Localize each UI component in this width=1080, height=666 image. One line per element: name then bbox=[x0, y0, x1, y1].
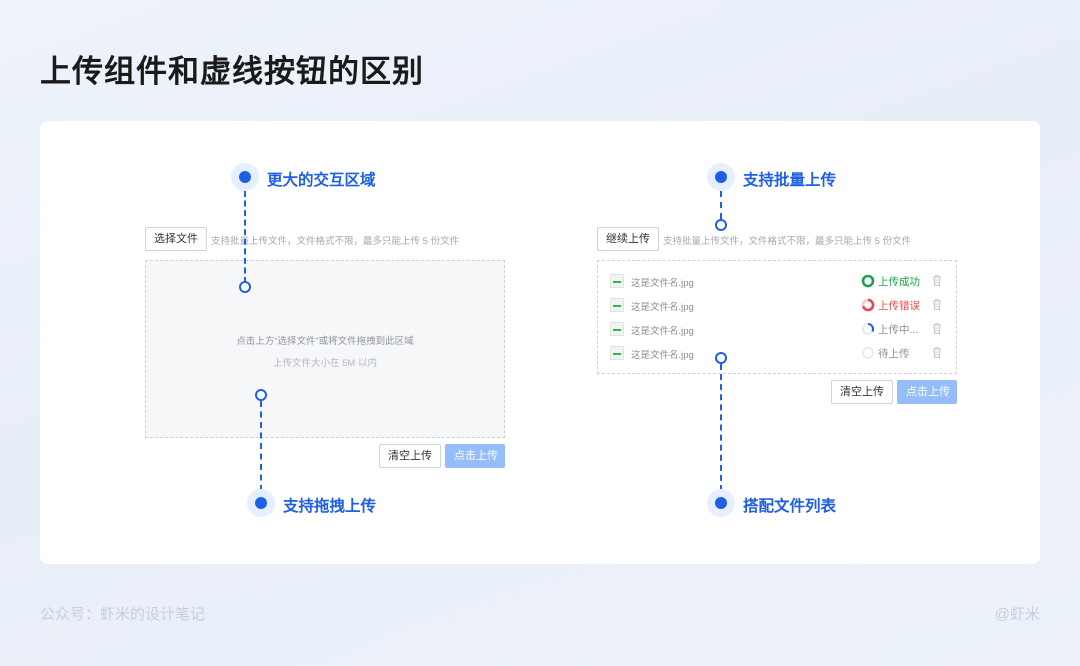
status-label: 待上传 bbox=[878, 348, 910, 360]
select-file-button[interactable]: 选择文件 bbox=[145, 227, 207, 251]
clear-upload-button[interactable]: 清空上传 bbox=[831, 380, 893, 404]
continue-upload-button[interactable]: 继续上传 bbox=[597, 227, 659, 251]
footer-handle: @虾米 bbox=[994, 606, 1040, 623]
callout-connector bbox=[260, 401, 262, 491]
trash-icon[interactable] bbox=[931, 346, 943, 359]
upload-hint: 支持批量上传文件，文件格式不限，最多只能上传 5 份文件 bbox=[211, 236, 460, 247]
drop-zone-text: 点击上方“选择文件”或将文件拖拽到此区域 bbox=[236, 336, 414, 347]
trash-icon[interactable] bbox=[931, 322, 943, 335]
drop-zone[interactable]: 点击上方“选择文件”或将文件拖拽到此区域 上传文件大小在 5M 以内 bbox=[145, 260, 505, 438]
callout-drag-upload: 支持拖拽上传 bbox=[283, 498, 377, 515]
callout-dot-icon bbox=[707, 489, 735, 517]
file-list: 这是文件名.jpg 上传成功 这是文件名.jpg 上传错误 bbox=[597, 260, 957, 374]
file-name: 这是文件名.jpg bbox=[631, 326, 694, 337]
start-upload-button[interactable]: 点击上传 bbox=[445, 444, 505, 468]
file-name: 这是文件名.jpg bbox=[631, 278, 694, 289]
start-upload-button[interactable]: 点击上传 bbox=[897, 380, 957, 404]
page-title: 上传组件和虚线按钮的区别 bbox=[40, 54, 424, 89]
upload-hint: 支持批量上传文件，文件格式不限，最多只能上传 5 份文件 bbox=[663, 236, 912, 247]
callout-connector bbox=[720, 191, 722, 219]
callout-dot-icon bbox=[231, 163, 259, 191]
callout-file-list: 搭配文件列表 bbox=[743, 498, 837, 515]
trash-icon[interactable] bbox=[931, 274, 943, 287]
callout-larger-area: 更大的交互区域 bbox=[267, 172, 376, 189]
error-circle-icon bbox=[861, 298, 875, 312]
file-image-icon bbox=[610, 274, 624, 288]
status-label: 上传错误 bbox=[878, 300, 920, 312]
callout-dot-icon bbox=[707, 163, 735, 191]
callout-batch-upload: 支持批量上传 bbox=[743, 172, 837, 189]
callout-anchor-icon bbox=[255, 389, 267, 401]
file-image-icon bbox=[610, 298, 624, 312]
callout-anchor-icon bbox=[715, 219, 727, 231]
callout-connector bbox=[720, 364, 722, 491]
trash-icon[interactable] bbox=[931, 298, 943, 311]
file-list-item[interactable]: 这是文件名.jpg 上传成功 bbox=[598, 271, 956, 291]
status-label: 上传成功 bbox=[878, 276, 920, 288]
empty-circle-icon bbox=[862, 347, 874, 359]
callout-anchor-icon bbox=[239, 281, 251, 293]
clear-upload-button[interactable]: 清空上传 bbox=[379, 444, 441, 468]
file-name: 这是文件名.jpg bbox=[631, 350, 694, 361]
file-list-item[interactable]: 这是文件名.jpg 上传中... bbox=[598, 319, 956, 339]
drop-zone-subtext: 上传文件大小在 5M 以内 bbox=[273, 358, 377, 369]
status-label: 上传中... bbox=[878, 324, 919, 336]
footer-credit: 公众号：虾米的设计笔记 bbox=[40, 606, 206, 623]
file-list-item[interactable]: 这是文件名.jpg 待上传 bbox=[598, 343, 956, 363]
file-name: 这是文件名.jpg bbox=[631, 302, 694, 313]
file-list-item[interactable]: 这是文件名.jpg 上传错误 bbox=[598, 295, 956, 315]
file-image-icon bbox=[610, 346, 624, 360]
file-image-icon bbox=[610, 322, 624, 336]
check-circle-icon bbox=[861, 274, 875, 288]
loading-circle-icon bbox=[862, 323, 874, 335]
callout-dot-icon bbox=[247, 489, 275, 517]
callout-connector bbox=[244, 191, 246, 283]
comparison-card: 选择文件 支持批量上传文件，文件格式不限，最多只能上传 5 份文件 点击上方“选… bbox=[40, 121, 1040, 564]
callout-anchor-icon bbox=[715, 352, 727, 364]
